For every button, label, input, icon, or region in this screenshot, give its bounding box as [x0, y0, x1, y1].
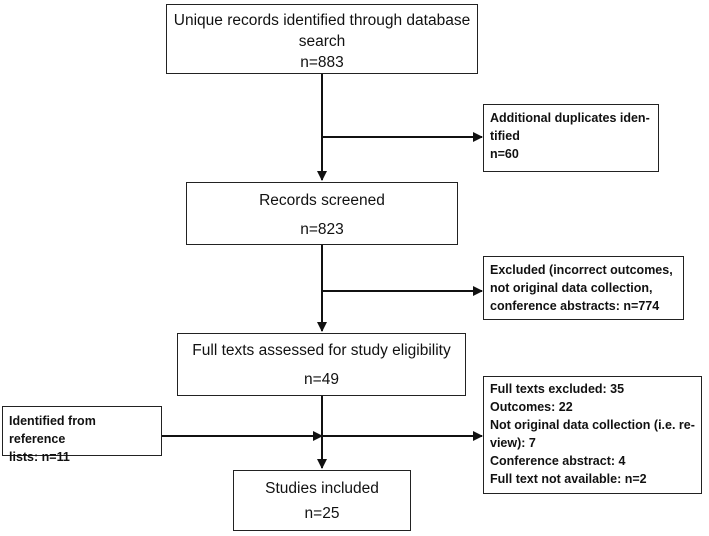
fulltext-excluded-original-data-1: Not original data collection (i.e. re-: [490, 418, 695, 432]
identified-box: Unique records identified through databa…: [166, 4, 478, 74]
duplicates-box: Additional duplicates iden- tified n=60: [483, 104, 659, 172]
excluded-line2: not original data collection,: [490, 281, 653, 295]
included-count: n=25: [304, 505, 340, 522]
identified-title-line2: search: [298, 33, 346, 50]
identified-count: n=883: [300, 54, 344, 71]
reference-lists-box: Identified from reference lists: n=11: [2, 406, 162, 464]
identified-title-line1: Unique records identified through databa…: [173, 12, 471, 29]
duplicates-line1: Additional duplicates iden-: [490, 111, 650, 125]
fulltexts-title: Full texts assessed for study eligibilit…: [192, 342, 451, 359]
excluded-line3: conference abstracts: n=774: [490, 299, 660, 313]
fulltext-excluded-total: Full texts excluded: 35: [490, 382, 625, 396]
fulltext-excluded-conference: Conference abstract: 4: [490, 454, 626, 468]
fulltext-excluded-box: Full texts excluded: 35 Outcomes: 22 Not…: [483, 376, 702, 494]
duplicates-count: n=60: [490, 147, 519, 161]
fulltext-excluded-original-data-2: view): 7: [490, 436, 536, 450]
excluded-box: Excluded (incorrect outcomes, not origin…: [483, 256, 684, 320]
reference-lists-line2: lists: n=11: [9, 450, 70, 464]
screened-box: Records screened n=823: [186, 182, 458, 245]
fulltext-excluded-outcomes: Outcomes: 22: [490, 400, 573, 414]
screened-count: n=823: [300, 221, 344, 238]
included-title: Studies included: [265, 480, 379, 497]
excluded-line1: Excluded (incorrect outcomes,: [490, 263, 673, 277]
included-box: Studies included n=25: [233, 470, 411, 531]
screened-title: Records screened: [259, 192, 385, 209]
fulltexts-box: Full texts assessed for study eligibilit…: [177, 333, 466, 396]
duplicates-line2: tified: [490, 129, 520, 143]
fulltext-excluded-not-available: Full text not available: n=2: [490, 472, 647, 486]
fulltexts-count: n=49: [304, 371, 339, 388]
reference-lists-line1: Identified from reference: [9, 414, 96, 446]
